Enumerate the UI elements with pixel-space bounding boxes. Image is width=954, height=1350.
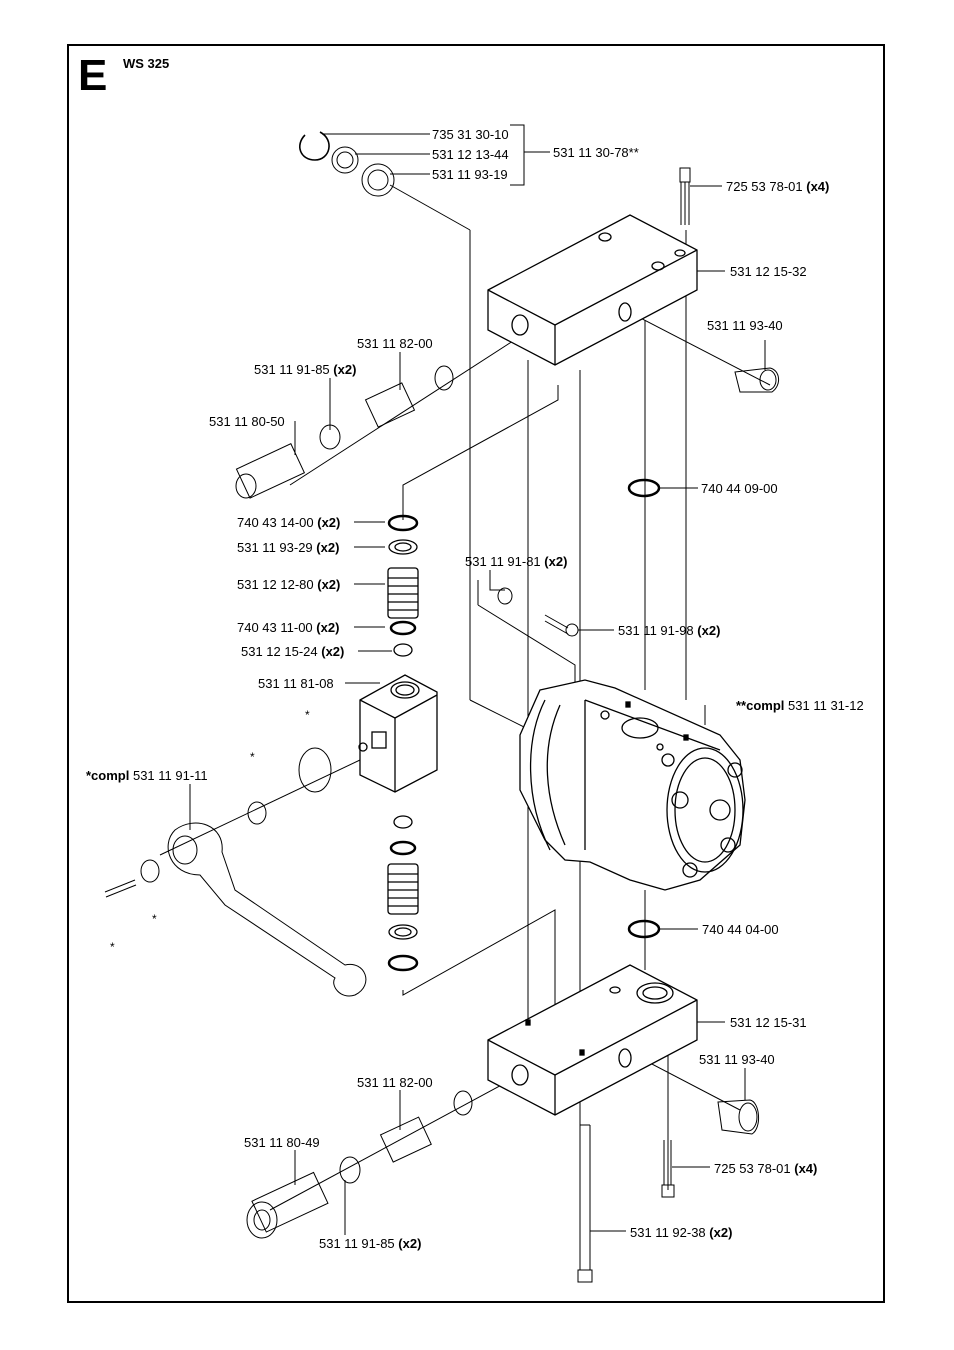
label-p13: 531 11 93-29 (x2) bbox=[237, 540, 340, 555]
label-p10: 531 11 80-50 bbox=[209, 414, 285, 429]
long-bolt bbox=[577, 1124, 593, 1283]
label-p6: 531 12 15-32 bbox=[730, 264, 807, 279]
coupling-upper-80-50 bbox=[235, 443, 306, 499]
pump-housing bbox=[519, 679, 746, 891]
lower-manifold-block bbox=[487, 964, 698, 1116]
handle-assembly bbox=[104, 747, 367, 997]
valve-body bbox=[358, 674, 438, 793]
label-p16: 531 11 91-98 (x2) bbox=[618, 623, 721, 638]
label-p22: 740 44 04-00 bbox=[702, 922, 779, 937]
coupling-lower-80-49 bbox=[246, 1171, 329, 1239]
star-mark: * bbox=[152, 912, 157, 926]
star-mark: * bbox=[250, 750, 255, 764]
label-p17: 740 43 11-00 (x2) bbox=[237, 620, 340, 635]
label-p21: *compl 531 11 91-11 bbox=[86, 768, 208, 783]
plug-lower bbox=[717, 1099, 759, 1135]
plug-upper bbox=[734, 367, 779, 393]
washer-upper-91-85 bbox=[319, 424, 341, 450]
model-name: WS 325 bbox=[123, 56, 170, 71]
label-p27: 725 53 78-01 (x4) bbox=[714, 1161, 818, 1176]
label-p15: 531 12 12-80 (x2) bbox=[237, 577, 341, 592]
label-p8: 531 11 82-00 bbox=[357, 336, 433, 351]
label-p24: 531 11 93-40 bbox=[699, 1052, 775, 1067]
label-p26: 531 11 80-49 bbox=[244, 1135, 320, 1150]
leader-p14 bbox=[489, 570, 505, 591]
screw-91-98 bbox=[544, 614, 579, 637]
fitting-upper-82-00 bbox=[364, 365, 454, 428]
bolt-top bbox=[679, 167, 691, 225]
washer-91-81 bbox=[497, 587, 513, 605]
label-p2: 531 12 13-44 bbox=[432, 147, 509, 162]
label-p9: 531 11 91-85 (x2) bbox=[254, 362, 357, 377]
star-mark: * bbox=[110, 940, 115, 954]
o-ring-740-44-09-00 bbox=[627, 478, 661, 498]
label-p19: 531 11 81-08 bbox=[258, 676, 334, 691]
label-p7: 531 11 93-40 bbox=[707, 318, 783, 333]
drawing-frame bbox=[67, 44, 885, 1303]
label-p28: 531 11 92-38 (x2) bbox=[630, 1225, 733, 1240]
label-p5: 725 53 78-01 (x4) bbox=[726, 179, 830, 194]
washer-lower-91-85 bbox=[339, 1156, 361, 1184]
label-p4: 531 11 30-78** bbox=[553, 145, 639, 160]
label-p11: 740 44 09-00 bbox=[701, 481, 778, 496]
fitting-lower-82-00 bbox=[379, 1090, 473, 1163]
label-p12: 740 43 14-00 (x2) bbox=[237, 515, 341, 530]
section-letter: E bbox=[78, 51, 108, 100]
valve-stack-upper bbox=[387, 514, 419, 657]
label-p18: 531 12 15-24 (x2) bbox=[241, 644, 345, 659]
bolt-lower bbox=[661, 1140, 675, 1198]
label-p1: 735 31 30-10 bbox=[432, 127, 509, 142]
label-p25: 531 11 82-00 bbox=[357, 1075, 433, 1090]
snap-ring bbox=[299, 131, 330, 161]
star-mark: * bbox=[305, 708, 310, 722]
upper-manifold-block bbox=[487, 214, 698, 366]
bracket-p4 bbox=[510, 124, 525, 186]
label-p23: 531 12 15-31 bbox=[730, 1015, 807, 1030]
label-p20: **compl 531 11 31-12 bbox=[736, 698, 864, 713]
label-p29: 531 11 91-85 (x2) bbox=[319, 1236, 422, 1251]
seal-531-12-13-44 bbox=[331, 146, 359, 174]
label-p14: 531 11 91-81 (x2) bbox=[465, 554, 568, 569]
seal-531-11-93-19 bbox=[361, 163, 395, 197]
valve-stack-lower bbox=[387, 815, 419, 972]
label-p3: 531 11 93-19 bbox=[432, 167, 508, 182]
o-ring-740-44-04-00 bbox=[627, 919, 661, 939]
